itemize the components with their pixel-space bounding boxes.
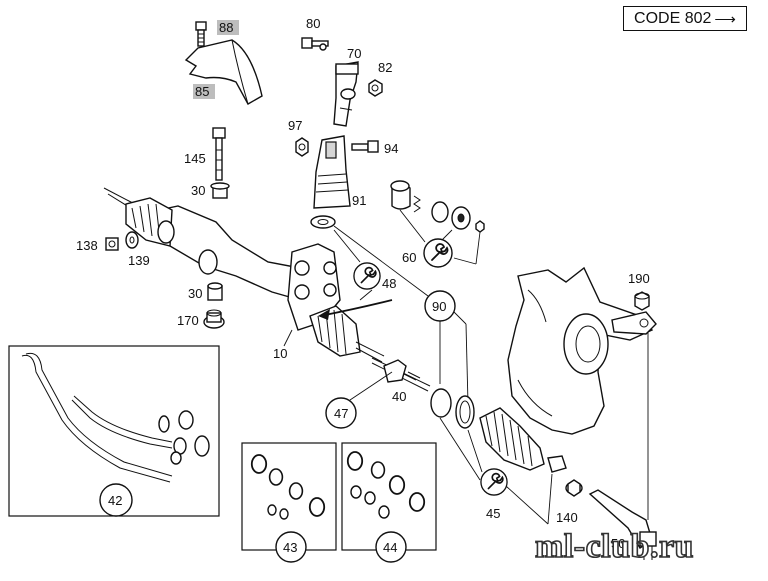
part-number-170[interactable]: 170 <box>177 313 199 328</box>
bushing-30-lower[interactable] <box>207 282 223 301</box>
part-number-30-lower[interactable]: 30 <box>188 286 202 301</box>
part-number-94[interactable]: 94 <box>384 141 398 156</box>
part-number-140[interactable]: 140 <box>556 510 578 525</box>
callout-42[interactable] <box>99 483 133 517</box>
part-number-43[interactable]: 43 <box>283 540 297 555</box>
part-number-82[interactable]: 82 <box>378 60 392 75</box>
part-number-190[interactable]: 190 <box>628 271 650 286</box>
part-number-42[interactable]: 42 <box>108 493 122 508</box>
callout-47[interactable] <box>325 397 357 429</box>
bolt-94[interactable] <box>351 140 379 153</box>
part-number-138[interactable]: 138 <box>76 238 98 253</box>
nut-82[interactable] <box>368 79 383 97</box>
ring-kit[interactable] <box>430 388 475 429</box>
part-number-10[interactable]: 10 <box>273 346 287 361</box>
bolt-88[interactable] <box>195 21 207 47</box>
wrench-icon <box>423 238 453 268</box>
cover-85[interactable] <box>184 39 263 105</box>
part-number-60[interactable]: 60 <box>402 250 416 265</box>
wrench-icon <box>480 468 508 496</box>
part-number-48[interactable]: 48 <box>382 276 396 291</box>
part-number-85-highlight <box>193 84 215 99</box>
bolt-80[interactable] <box>301 37 329 51</box>
part-number-80[interactable]: 80 <box>306 16 320 31</box>
seal-plate[interactable] <box>310 215 336 229</box>
part-number-40[interactable]: 40 <box>392 389 406 404</box>
washer-139[interactable] <box>125 231 139 249</box>
universal-joint-70[interactable] <box>333 61 359 127</box>
bushing-30-upper[interactable] <box>210 182 230 199</box>
part-number-44[interactable]: 44 <box>383 540 397 555</box>
seal-kit-60[interactable] <box>390 180 485 233</box>
part-number-97[interactable]: 97 <box>288 118 302 133</box>
box-42 <box>8 345 220 517</box>
part-number-88[interactable]: 88 <box>219 20 233 35</box>
bolt-145[interactable] <box>212 127 226 181</box>
part-number-50[interactable]: 50 <box>611 536 625 551</box>
arrow-right-icon: ⟶ <box>714 10 736 28</box>
part-number-47[interactable]: 47 <box>334 406 348 421</box>
box-44 <box>341 442 437 551</box>
part-number-90[interactable]: 90 <box>432 299 446 314</box>
part-number-139[interactable]: 139 <box>128 253 150 268</box>
part-number-70[interactable]: 70 <box>347 46 361 61</box>
tie-rod-end-50[interactable] <box>588 489 657 560</box>
part-number-88-highlight <box>217 20 239 35</box>
nut-190[interactable] <box>634 291 650 311</box>
code-label: CODE 802 <box>634 9 712 27</box>
part-number-85[interactable]: 85 <box>195 84 209 99</box>
callout-43[interactable] <box>275 531 307 563</box>
steering-knuckle[interactable] <box>507 266 657 435</box>
steering-rack-10[interactable] <box>103 187 385 363</box>
part-number-145[interactable]: 145 <box>184 151 206 166</box>
watermark-logo: ml-club.ru <box>534 527 694 566</box>
wrench-icon <box>353 262 381 290</box>
part-number-91[interactable]: 91 <box>352 193 366 208</box>
code-802-link[interactable]: CODE 802 ⟶ <box>623 6 747 31</box>
boot-91[interactable] <box>313 135 351 209</box>
bellow-45[interactable] <box>479 407 583 497</box>
nut-97[interactable] <box>295 137 309 157</box>
bolt-138[interactable] <box>105 237 119 251</box>
tie-rod-40[interactable] <box>371 357 431 392</box>
callout-44[interactable] <box>375 531 407 563</box>
nut-170[interactable] <box>203 309 225 329</box>
part-number-30-upper[interactable]: 30 <box>191 183 205 198</box>
part-number-45[interactable]: 45 <box>486 506 500 521</box>
